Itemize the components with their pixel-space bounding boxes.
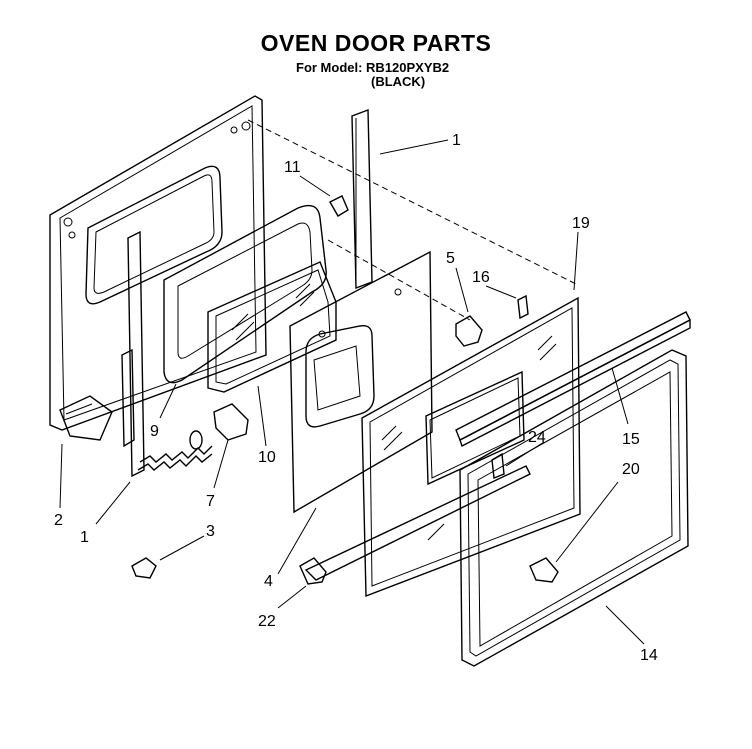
top-trim <box>455 311 691 447</box>
callout-label: 3 <box>206 523 215 540</box>
alignment-line <box>327 239 471 321</box>
latch-bracket <box>455 315 483 347</box>
clip-part <box>131 557 157 579</box>
leader-lines <box>59 139 645 645</box>
callout-label: 11 <box>284 159 301 176</box>
heat-shield <box>289 250 433 514</box>
callout-label: 1 <box>80 529 89 546</box>
callout-label: 10 <box>258 449 276 466</box>
callout-label: 20 <box>622 461 640 478</box>
outer-glass <box>361 296 581 598</box>
callout-label: 19 <box>572 215 590 232</box>
hinge-assembly <box>59 230 145 478</box>
page-title: OVEN DOOR PARTS <box>260 30 492 56</box>
callout-label: 5 <box>446 250 455 267</box>
callout-label: 4 <box>264 573 273 590</box>
callout-label: 14 <box>640 647 658 664</box>
bracket-part <box>213 403 249 441</box>
callout-label: 1 <box>452 132 461 149</box>
hinge-spring <box>137 430 213 471</box>
callout-labels: 1 11 19 5 16 9 10 15 24 20 2 1 7 3 4 22 … <box>54 132 658 664</box>
callout-label: 2 <box>54 512 63 529</box>
callout-label: 22 <box>258 613 276 630</box>
door-frame <box>459 349 689 667</box>
bottom-trim <box>299 465 531 585</box>
hinge-channel <box>351 108 373 290</box>
callout-label: 16 <box>472 269 490 286</box>
alignment-line <box>247 119 579 286</box>
color-line: (BLACK) <box>371 74 426 89</box>
door-liner <box>49 95 267 431</box>
callout-label: 24 <box>528 429 546 446</box>
top-clip <box>329 195 349 217</box>
callout-label: 7 <box>206 493 215 510</box>
trim-clip <box>491 452 505 479</box>
glass-gasket <box>163 204 327 384</box>
callout-label: 15 <box>622 431 640 448</box>
inner-glass <box>207 261 337 393</box>
callout-label: 9 <box>150 423 159 440</box>
small-clip <box>517 294 529 320</box>
model-line: For Model: RB120PXYB2 <box>296 60 450 75</box>
